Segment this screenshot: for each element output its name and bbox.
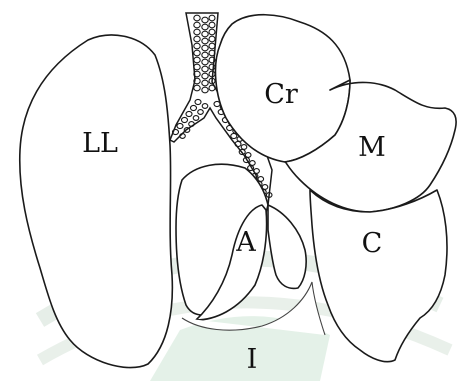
accessory-right-flap [268,205,306,288]
label-intermediate-lobe: I [247,344,258,375]
label-cranial-lobe: Cr [264,79,298,110]
label-accessory-lobe: A [235,227,256,258]
label-left-lobe: LL [82,128,118,159]
label-caudal-lobe: C [362,228,383,259]
label-middle-lobe: M [358,132,386,163]
